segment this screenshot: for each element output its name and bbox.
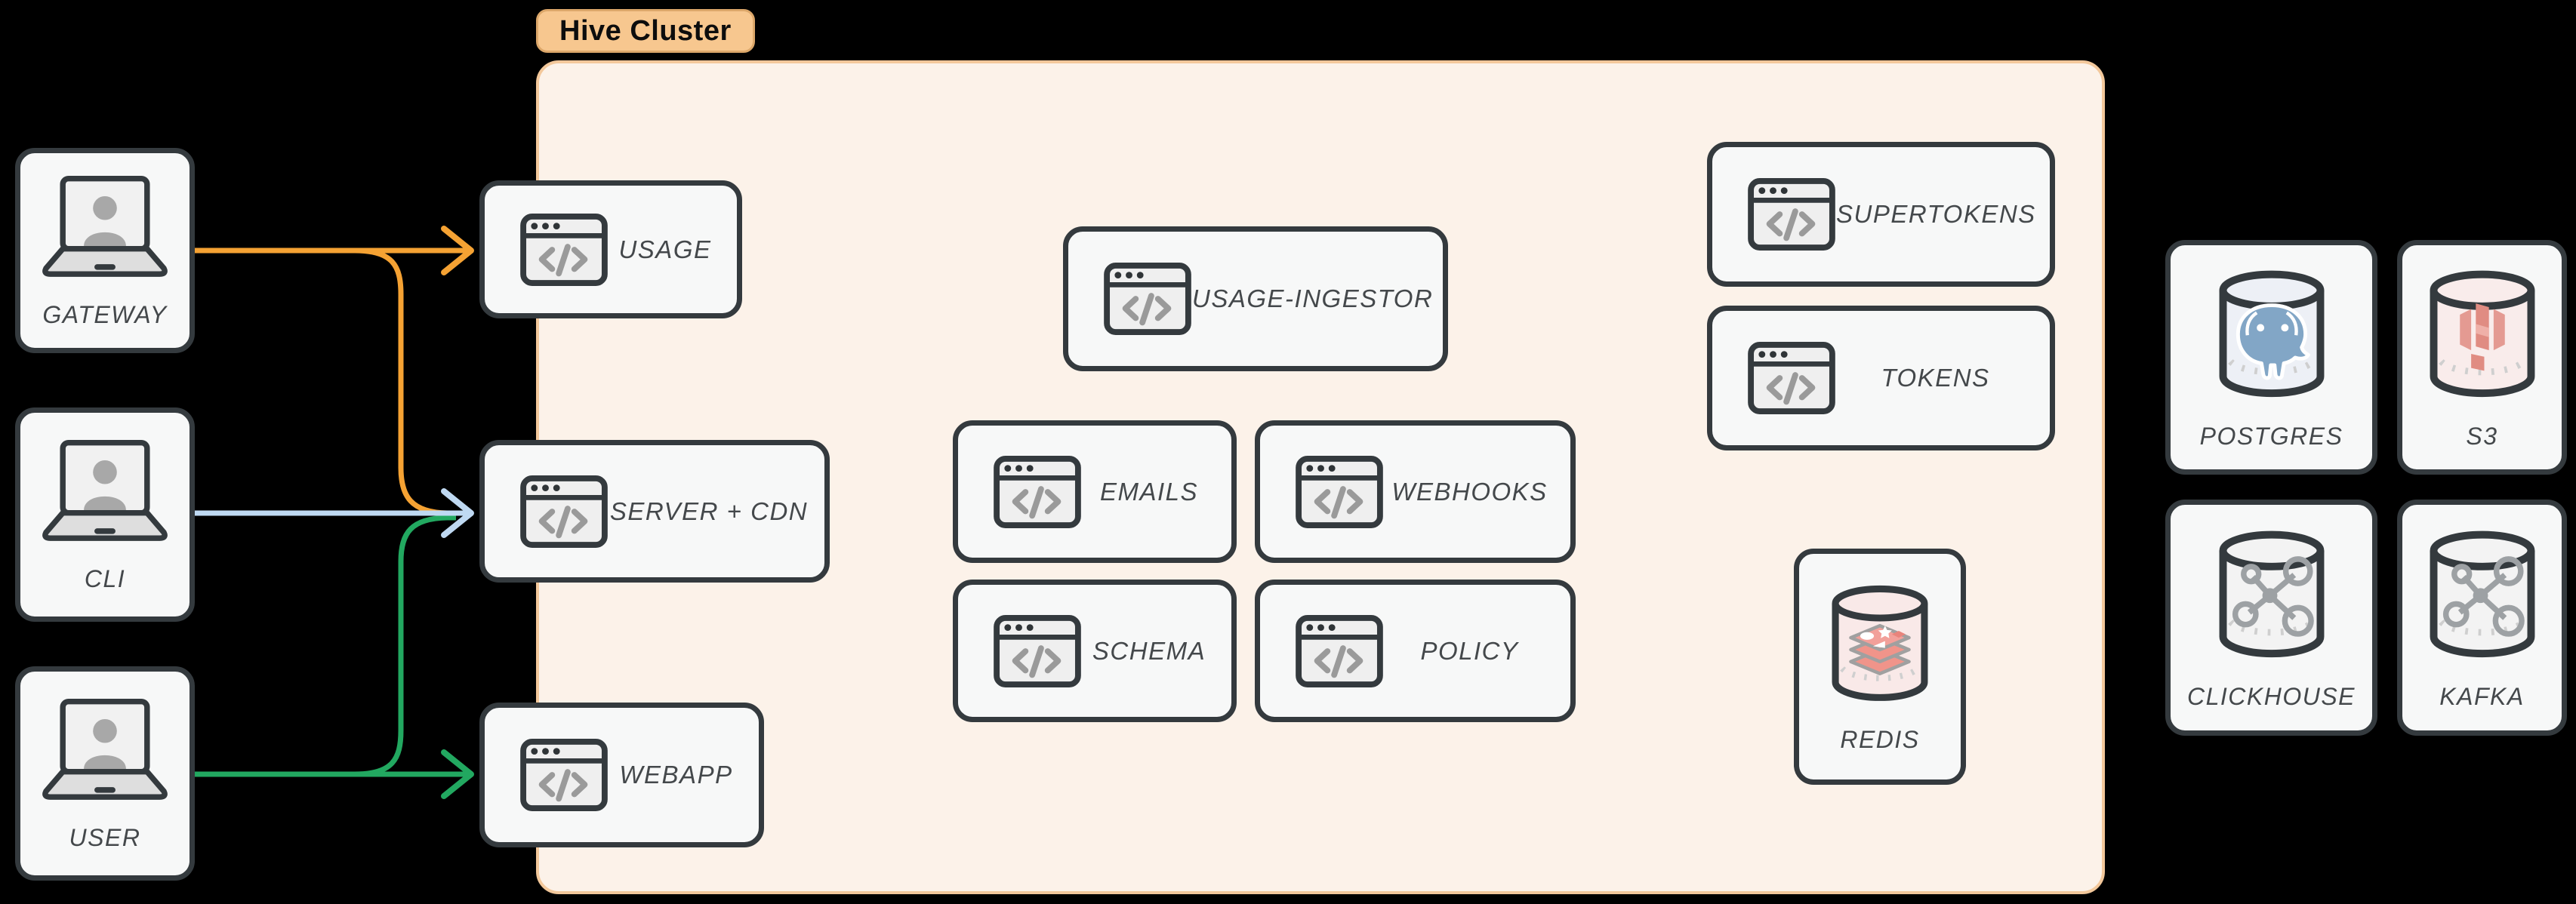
node-emails-label: EMAILS [1099, 477, 1199, 506]
node-redis[interactable]: REDIS [1794, 549, 1966, 785]
node-usage-ingestor[interactable]: USAGE-INGESTOR [1063, 226, 1448, 371]
hive-cluster-label: Hive Cluster [559, 14, 732, 47]
browser-code-icon [1295, 614, 1384, 688]
browser-code-icon [519, 213, 609, 287]
node-gateway-label: GATEWAY [42, 300, 168, 328]
node-clickhouse-label: CLICKHOUSE [2186, 683, 2356, 710]
node-supertokens[interactable]: SUPERTOKENS [1707, 142, 2055, 287]
s3-database-icon [2411, 264, 2554, 404]
arrowhead-gateway [441, 226, 474, 275]
browser-code-icon [519, 475, 609, 549]
node-emails[interactable]: EMAILS [953, 420, 1237, 563]
node-s3-label: S3 [2466, 423, 2498, 450]
browser-code-icon [1103, 262, 1192, 336]
node-policy-label: POLICY [1420, 636, 1519, 665]
laptop-user-icon [35, 696, 175, 801]
node-webapp-label: WEBAPP [619, 761, 733, 789]
redis-database-icon [1816, 580, 1944, 708]
browser-code-icon [993, 614, 1082, 688]
node-user-label: USER [69, 823, 141, 851]
node-clickhouse[interactable]: CLICKHOUSE [2165, 500, 2377, 736]
arrowhead-cli [441, 488, 474, 538]
node-webhooks-label: WEBHOOKS [1391, 477, 1548, 506]
browser-code-icon [1747, 341, 1836, 415]
node-redis-label: REDIS [1840, 726, 1920, 753]
browser-code-icon [519, 738, 609, 812]
arrow-user-server-branch [354, 515, 456, 777]
node-schema-label: SCHEMA [1092, 636, 1206, 665]
clickhouse-database-icon [2200, 524, 2343, 665]
node-kafka[interactable]: KAFKA [2397, 500, 2567, 736]
node-usage-ingestor-label: USAGE-INGESTOR [1192, 284, 1434, 312]
node-schema[interactable]: SCHEMA [953, 580, 1237, 722]
browser-code-icon [1747, 177, 1836, 251]
node-postgres[interactable]: POSTGRES [2165, 240, 2377, 475]
node-s3[interactable]: S3 [2397, 240, 2567, 475]
hive-cluster-badge: Hive Cluster [536, 9, 755, 53]
kafka-database-icon [2411, 524, 2554, 665]
node-tokens-label: TOKENS [1881, 364, 1990, 392]
node-webapp[interactable]: WEBAPP [479, 703, 764, 847]
postgres-database-icon [2200, 264, 2343, 404]
browser-code-icon [993, 455, 1082, 529]
arrow-gateway-server-branch [354, 248, 458, 516]
node-webhooks[interactable]: WEBHOOKS [1255, 420, 1576, 563]
node-cli[interactable]: CLI [15, 407, 195, 622]
node-tokens[interactable]: TOKENS [1707, 306, 2055, 450]
node-gateway[interactable]: GATEWAY [15, 148, 195, 353]
node-usage-label: USAGE [618, 235, 712, 263]
node-policy[interactable]: POLICY [1255, 580, 1576, 722]
laptop-user-icon [35, 173, 175, 278]
node-postgres-label: POSTGRES [2199, 423, 2343, 450]
node-usage[interactable]: USAGE [479, 180, 742, 318]
laptop-user-icon [35, 437, 175, 543]
node-user[interactable]: USER [15, 666, 195, 881]
node-server-cdn[interactable]: SERVER + CDN [479, 440, 830, 583]
node-cli-label: CLI [84, 564, 126, 592]
node-server-cdn-label: SERVER + CDN [609, 497, 809, 525]
browser-code-icon [1295, 455, 1384, 529]
node-kafka-label: KAFKA [2439, 683, 2525, 710]
node-supertokens-label: SUPERTOKENS [1836, 200, 2036, 228]
arrowhead-user [441, 749, 474, 799]
